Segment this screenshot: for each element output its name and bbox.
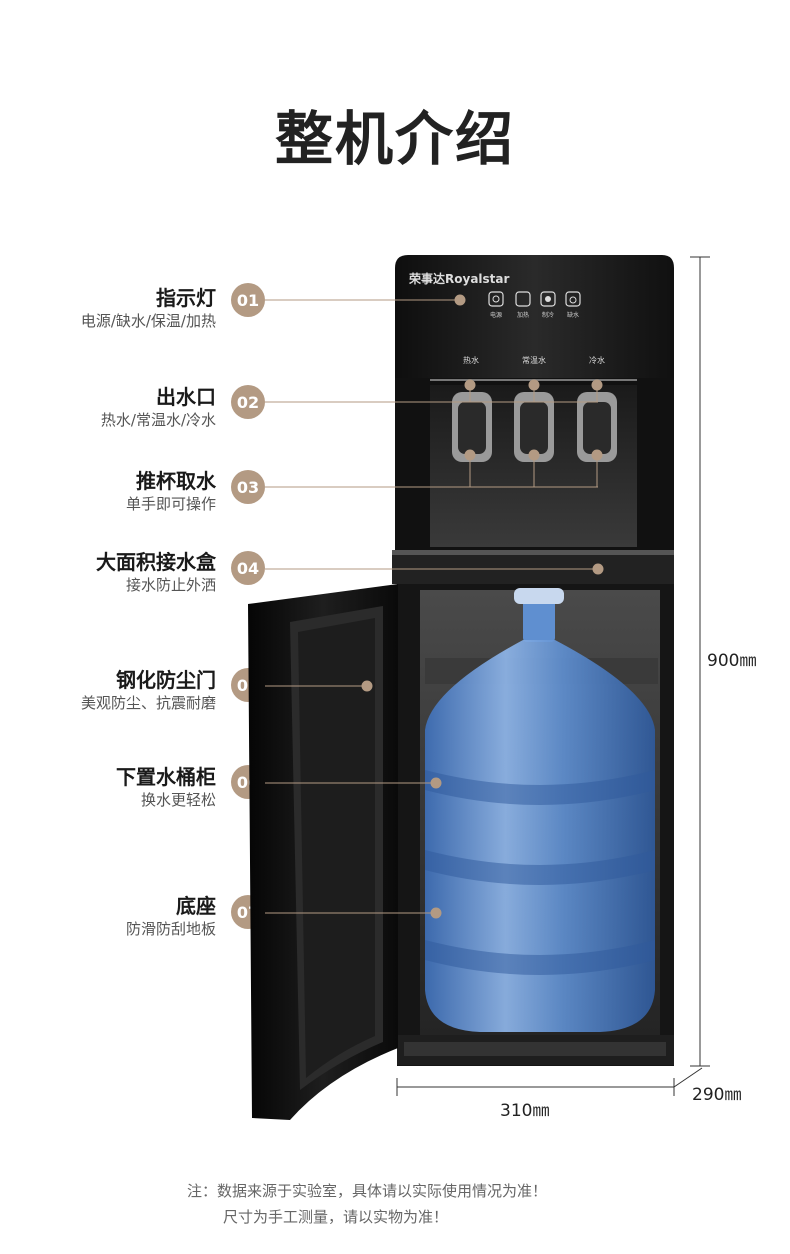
outlet-label-normal: 常温水 xyxy=(522,356,546,365)
drip-tray xyxy=(392,550,674,584)
tempered-glass-door xyxy=(248,584,398,1120)
feature-badge-02: 02 xyxy=(231,385,265,419)
feature-sub-06: 换水更轻松 xyxy=(140,791,216,809)
feature-title-04: 大面积接水盒 xyxy=(96,550,216,574)
panel-label-water: 缺水 xyxy=(566,312,579,319)
feature-badge-03: 03 xyxy=(231,470,265,504)
dimension-width: 310㎜ xyxy=(500,1101,550,1121)
feature-title-05: 钢化防尘门 xyxy=(116,668,216,692)
feature-sub-05: 美观防尘、抗震耐磨 xyxy=(80,694,216,712)
panel-label-cool: 制冷 xyxy=(541,312,554,319)
note-line-2: 尺寸为手工测量，请以实物为准！ xyxy=(223,1208,449,1226)
feature-sub-02: 热水/常温水/冷水 xyxy=(100,411,216,429)
power-icon xyxy=(488,291,504,307)
dimension-depth: 290㎜ xyxy=(692,1085,742,1105)
dimension-height: 900㎜ xyxy=(707,651,757,671)
tap-cold xyxy=(577,392,617,462)
feature-badge-01: 01 xyxy=(231,283,265,317)
panel-label-power: 电源 xyxy=(489,312,502,319)
feature-sub-03: 单手即可操作 xyxy=(125,495,216,513)
water-bottle xyxy=(425,588,655,1032)
feature-badge-04: 04 xyxy=(231,551,265,585)
pointer-lines xyxy=(265,294,604,919)
feature-title-01: 指示灯 xyxy=(156,286,216,310)
cool-icon xyxy=(540,291,556,307)
dimension-lines xyxy=(396,256,710,1096)
outlet-label-cold: 冷水 xyxy=(589,356,605,365)
water-shortage-icon xyxy=(565,291,581,307)
feature-sub-01: 电源/缺水/保温/加热 xyxy=(80,312,216,330)
feature-title-02: 出水口 xyxy=(156,385,216,409)
feature-title-03: 推杯取水 xyxy=(136,469,216,493)
note-line-1: 注：数据来源于实验室，具体请以实际使用情况为准！ xyxy=(187,1182,548,1200)
outlet-label-hot: 热水 xyxy=(463,356,479,365)
tap-hot xyxy=(452,392,492,462)
tap-normal xyxy=(514,392,554,462)
dispenser-top-panel xyxy=(395,255,674,380)
feature-title-07: 底座 xyxy=(176,894,216,918)
panel-buttons xyxy=(488,291,581,307)
heat-icon xyxy=(515,291,531,307)
page-title: 整机介绍 xyxy=(274,105,515,173)
panel-label-heat: 加热 xyxy=(516,312,529,319)
feature-sub-04: 接水防止外洒 xyxy=(125,576,216,594)
feature-sub-07: 防滑防刮地板 xyxy=(125,920,216,938)
feature-title-06: 下置水桶柜 xyxy=(116,765,216,789)
brand-logo: 荣事达Royalstar xyxy=(409,272,510,286)
